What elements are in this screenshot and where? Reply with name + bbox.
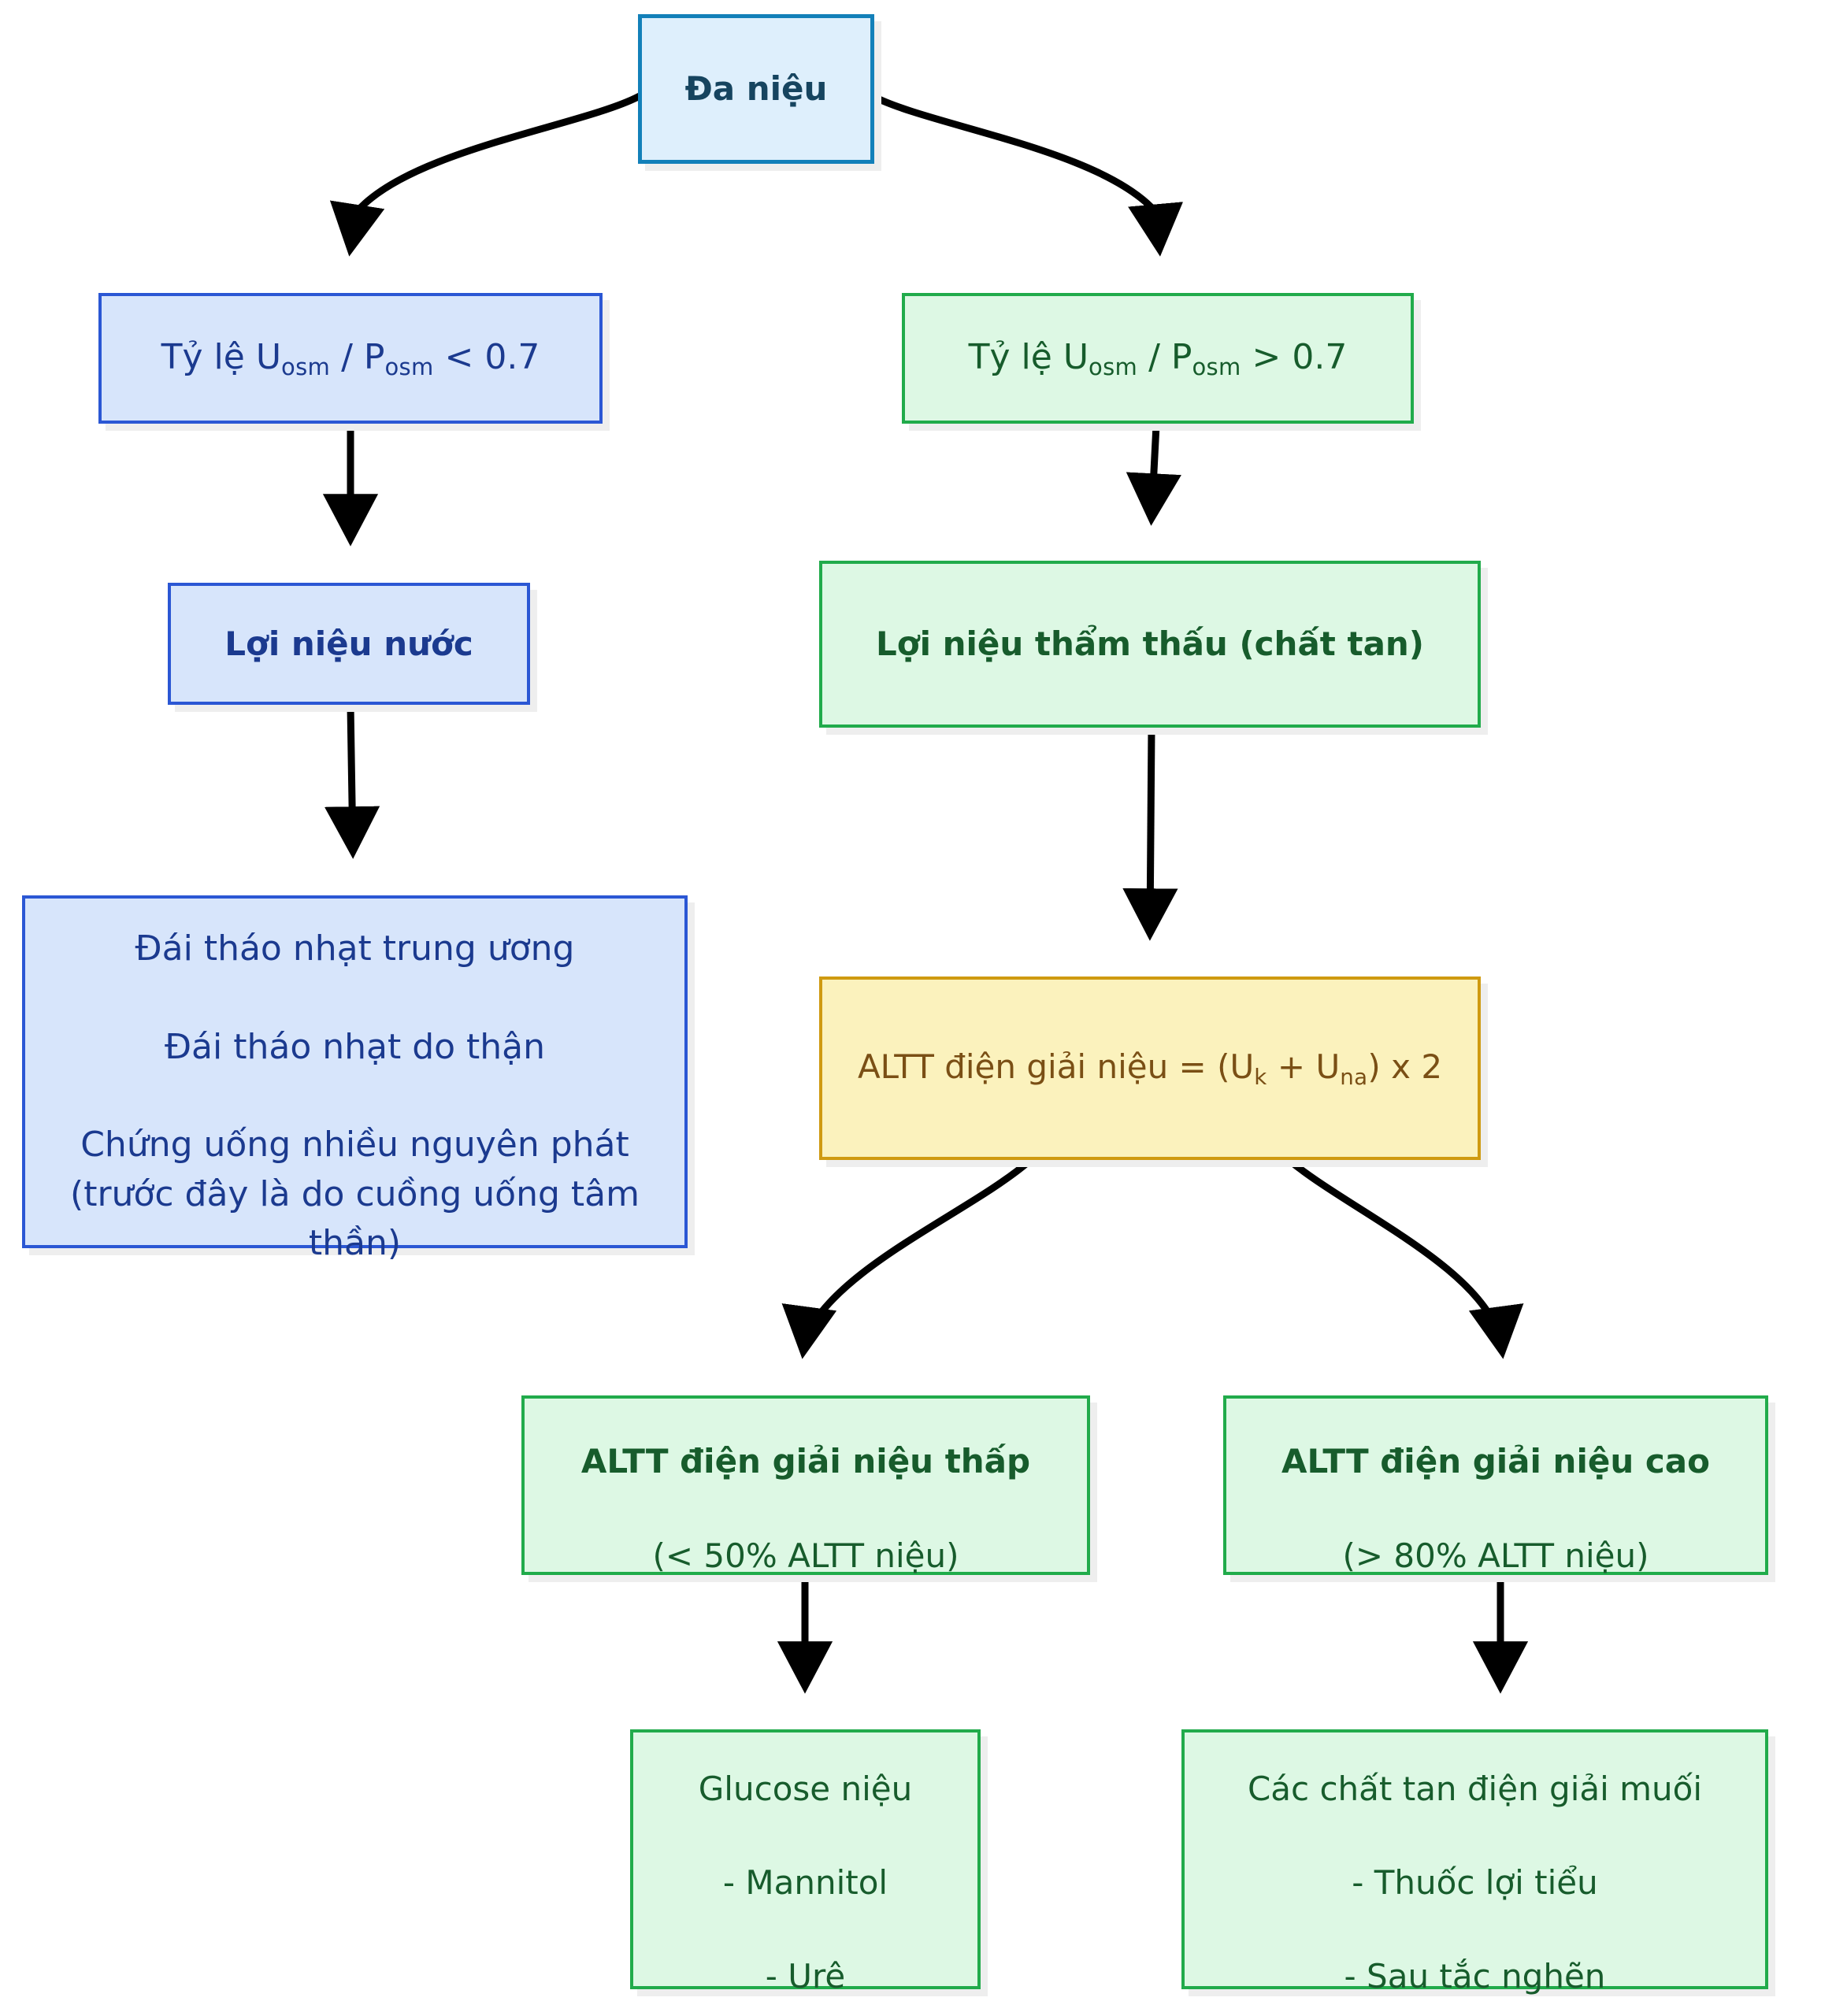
node-loi-nieu-tham-thau-label: Lợi niệu thẩm thấu (chất tan)	[875, 624, 1425, 664]
edge-formula-to-high	[1289, 1159, 1524, 1359]
high-electrolyte-line-2: (> 80% ALTT niệu)	[1342, 1536, 1649, 1575]
ratio-low-suffix: < 0.7	[433, 336, 540, 377]
edge-ratio-high-to-osmotic	[1126, 424, 1181, 526]
node-ratio-low-label: Tỷ lệ Uosm / Posm < 0.7	[102, 333, 599, 384]
low-electrolyte-line-2: (< 50% ALTT niệu)	[652, 1536, 959, 1575]
ratio-low-sub-osm-2: osm	[384, 353, 434, 380]
ratio-high-sub-osm-2: osm	[1192, 353, 1241, 380]
ratio-low-mid: / P	[330, 336, 385, 377]
node-glucose-text: Glucose niệu - Mannitol - Urê	[633, 1718, 977, 2000]
edge-root-to-ratio-low	[329, 93, 642, 257]
ratio-high-mid: / P	[1137, 336, 1192, 377]
node-low-electrolyte-text: ALTT điện giải niệu thấp (< 50% ALTT niệ…	[525, 1392, 1087, 1580]
node-ratio-high-label: Tỷ lệ Uosm / Posm > 0.7	[905, 333, 1411, 384]
causes-line-2: Đái tháo nhạt do thận	[164, 1026, 546, 1067]
formula-suffix: ) x 2	[1367, 1047, 1443, 1087]
ratio-low-prefix: Tỷ lệ U	[161, 336, 282, 377]
glucose-line-3: - Urê	[765, 1957, 846, 1996]
glucose-line-2: - Mannitol	[722, 1863, 888, 1902]
formula-prefix: ALTT điện giải niệu = (U	[857, 1047, 1255, 1087]
node-altt-dien-giai-nieu-cao[interactable]: ALTT điện giải niệu cao (> 80% ALTT niệu…	[1223, 1395, 1768, 1575]
causes-line-1: Đái tháo nhạt trung ương	[135, 928, 575, 969]
ratio-low-sub-osm-1: osm	[281, 353, 331, 380]
ratio-high-sub-osm-1: osm	[1089, 353, 1138, 380]
ratio-high-prefix: Tỷ lệ U	[968, 336, 1089, 377]
edge-water-to-causes	[324, 706, 380, 859]
node-loi-nieu-nuoc-label: Lợi niệu nước	[224, 624, 473, 663]
node-glucose-nieu-causes[interactable]: Glucose niệu - Mannitol - Urê	[630, 1729, 981, 1996]
node-da-nieu[interactable]: Đa niệu	[638, 14, 874, 164]
edge-root-to-ratio-high	[870, 93, 1184, 257]
node-cong-thuc-altt-dien-giai-nieu[interactable]: ALTT điện giải niệu = (Uk + Una) x 2	[819, 976, 1481, 1160]
formula-mid: + U	[1267, 1047, 1341, 1087]
node-ratio-uosm-posm-high[interactable]: Tỷ lệ Uosm / Posm > 0.7	[902, 293, 1414, 424]
node-altt-dien-giai-nieu-thap[interactable]: ALTT điện giải niệu thấp (< 50% ALTT niệ…	[521, 1395, 1090, 1575]
formula-sub-na: na	[1340, 1064, 1368, 1091]
high-electrolyte-line-1: ALTT điện giải niệu cao	[1281, 1442, 1710, 1481]
node-high-electrolyte-text: ALTT điện giải niệu cao (> 80% ALTT niệu…	[1226, 1392, 1765, 1580]
node-ratio-uosm-posm-low[interactable]: Tỷ lệ Uosm / Posm < 0.7	[98, 293, 603, 424]
node-causes-text: Đái tháo nhạt trung ương Đái tháo nhạt d…	[25, 875, 684, 1269]
causes-line-3: Chứng uống nhiều nguyên phát (trước đây …	[70, 1125, 640, 1264]
formula-sub-k: k	[1254, 1064, 1267, 1091]
salt-line-1: Các chất tan điện giải muối	[1247, 1769, 1703, 1808]
node-chat-tan-dien-giai-muoi-causes[interactable]: Các chất tan điện giải muối - Thuốc lợi …	[1181, 1729, 1768, 1996]
node-salt-text: Các chất tan điện giải muối - Thuốc lợi …	[1185, 1718, 1765, 2000]
node-loi-nieu-tham-thau[interactable]: Lợi niệu thẩm thấu (chất tan)	[819, 561, 1481, 728]
node-formula-label: ALTT điện giải niệu = (Uk + Una) x 2	[822, 1043, 1478, 1092]
node-loi-nieu-nuoc[interactable]: Lợi niệu nước	[168, 583, 530, 705]
node-nguyen-nhan-loi-nieu-nuoc[interactable]: Đái tháo nhạt trung ương Đái tháo nhạt d…	[22, 895, 688, 1263]
ratio-high-suffix: > 0.7	[1241, 336, 1348, 377]
salt-line-3: - Sau tắc nghẽn	[1344, 1957, 1606, 1996]
low-electrolyte-line-1: ALTT điện giải niệu thấp	[580, 1442, 1031, 1481]
glucose-line-1: Glucose niệu	[698, 1769, 913, 1808]
edge-formula-to-low	[781, 1159, 1030, 1359]
node-da-nieu-label: Đa niệu	[684, 69, 828, 109]
edge-osmotic-to-formula	[1122, 728, 1178, 941]
salt-line-2: - Thuốc lợi tiểu	[1352, 1863, 1598, 1902]
